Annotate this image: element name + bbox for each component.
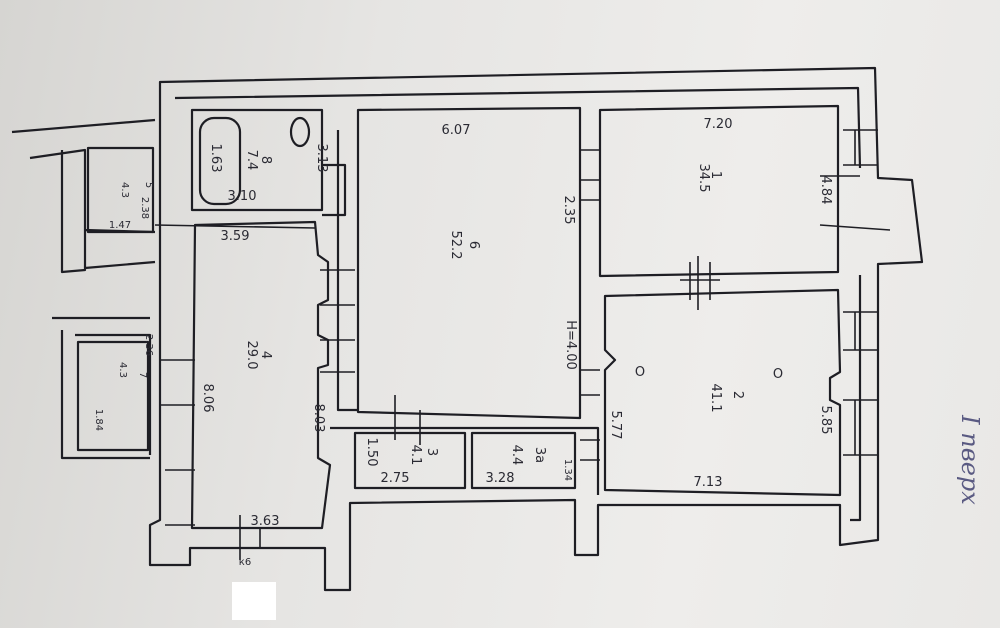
room-1-number: 1: [708, 171, 723, 179]
dim-577: 5.77: [608, 411, 623, 440]
dim-607: 6.07: [442, 123, 471, 138]
room-4-walls: [190, 220, 332, 530]
room-7-number: 7: [137, 372, 148, 378]
room-4-label: 4 29.0: [244, 341, 273, 370]
room-3-walls: [353, 431, 467, 490]
dim-134: 1.34: [562, 459, 573, 481]
room-4-number: 4: [258, 351, 273, 359]
room-2-walls: [603, 288, 842, 497]
toilet-icon: [289, 116, 311, 148]
dim-163: 1.63: [208, 144, 223, 173]
dim-585: 5.85: [818, 406, 833, 435]
room-8-area: 7.4: [244, 150, 259, 171]
dim-313: 3.13: [314, 144, 329, 173]
room-4-area: 29.0: [244, 341, 259, 370]
dimension-labels: 6.07 7.20 2.35 4.84 5.85 5.77 7.13 H=4.0…: [93, 117, 833, 568]
annex-bottom: [52, 316, 152, 460]
room-3a-area: 4.4: [509, 445, 524, 466]
room-3a-label: 3а 4.4: [509, 445, 547, 466]
dim-236: 2.36: [143, 334, 154, 356]
dim-484: 4.84: [818, 176, 833, 205]
room-8-number: 8: [258, 156, 273, 164]
annex-top: [11, 118, 156, 274]
room-3a-walls: [470, 431, 577, 490]
window-ticks: [154, 129, 891, 560]
wc-room: [86, 146, 155, 234]
room-1-label: 1 34.5: [696, 164, 723, 193]
outer-wall-inner: [174, 86, 862, 522]
room-2-number: 2: [730, 391, 745, 399]
room-1-walls: [598, 104, 840, 278]
k6-label: к6: [239, 557, 251, 568]
room-6-label: 6 52.2: [448, 231, 481, 260]
dim-184: 1.84: [93, 409, 104, 431]
room-1-area: 34.5: [696, 164, 711, 193]
floor-title: I пверх: [956, 414, 984, 505]
dim-806: 8.06: [200, 384, 215, 413]
partition-4-6: [336, 130, 358, 412]
dim-275: 2.75: [381, 471, 410, 486]
room-6-walls: [356, 106, 582, 420]
room-3-number: 3: [424, 448, 439, 456]
room-2-label: 2 41.1: [708, 384, 745, 413]
room-8-side: [322, 163, 347, 217]
room-3a-number: 3а: [532, 447, 547, 463]
dim-150: 1.50: [364, 438, 379, 467]
dim-803: 8.03: [311, 404, 326, 433]
bathtub-icon: [198, 116, 242, 206]
mark-circle-left: O: [635, 365, 645, 380]
room-7-label: 7 4.3: [117, 362, 148, 378]
dim-238: 2.38: [139, 197, 150, 219]
dim-713: 7.13: [694, 475, 723, 490]
dim-310: 3.10: [228, 189, 257, 204]
room-3-area: 4.1: [408, 445, 423, 466]
room-7-area: 4.3: [117, 362, 128, 378]
room-3-label: 3 4.1: [408, 445, 439, 466]
dim-147: 1.47: [109, 220, 131, 231]
room-5-label: 5 4.3: [119, 182, 154, 198]
dim-328: 3.28: [486, 471, 515, 486]
dim-235: 2.35: [561, 196, 576, 225]
height-label: H=4.00: [563, 320, 578, 370]
dim-720: 7.20: [704, 117, 733, 132]
room-6-number: 6: [466, 241, 481, 249]
room-8-label: 8 7.4: [244, 150, 273, 171]
room-8-walls: [190, 108, 324, 212]
room-2-area: 41.1: [708, 384, 723, 413]
outer-wall: [148, 66, 924, 592]
blank-sticker: [232, 582, 276, 620]
dim-359: 3.59: [221, 229, 250, 244]
room-5-number: 5: [143, 182, 154, 188]
bath-room: [76, 340, 150, 452]
dim-363: 3.63: [251, 514, 280, 529]
room-5-area: 4.3: [119, 182, 130, 198]
room-6-area: 52.2: [448, 231, 463, 260]
mark-circle-right: O: [773, 367, 783, 382]
